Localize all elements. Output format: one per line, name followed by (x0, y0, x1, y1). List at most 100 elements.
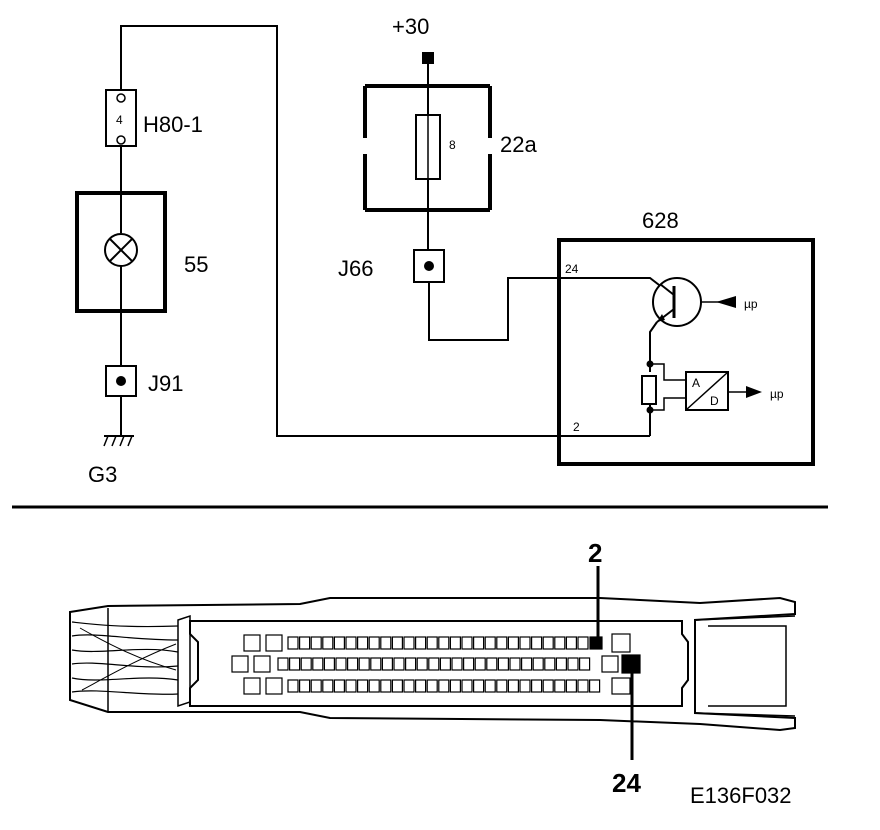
wire-pin24 (428, 277, 664, 341)
j91-dot (116, 376, 126, 386)
resistor-icon (641, 375, 657, 405)
connector-pin (530, 636, 543, 650)
connector-pin (542, 636, 554, 650)
pin-grid (231, 633, 641, 695)
connector-pin (287, 679, 299, 693)
arrow-out-icon (746, 386, 762, 398)
connector-pin (381, 657, 393, 671)
connector-pin (358, 657, 370, 671)
connector-pin (542, 679, 554, 693)
connector-pin (496, 636, 508, 650)
connector-pin (507, 636, 519, 650)
wire-pin2 (120, 25, 650, 437)
connector-pin (415, 679, 427, 693)
connector-pin (554, 636, 566, 650)
connector-pin (611, 633, 631, 653)
connector-pin (484, 679, 496, 693)
supply-terminal (422, 52, 434, 64)
connector-pin (393, 657, 405, 671)
ground-icon (103, 435, 134, 447)
arrow-in-icon (716, 296, 736, 308)
connector-pin (322, 679, 334, 693)
h80-pin-label: 4 (116, 113, 123, 127)
connector-pin (391, 636, 403, 650)
connector-pin (380, 679, 392, 693)
connector-pin (299, 679, 311, 693)
connector-pin (380, 636, 392, 650)
connector-pin (438, 636, 450, 650)
connector-pin (577, 679, 589, 693)
connector-pin (484, 636, 496, 650)
connector-pin (426, 679, 438, 693)
connector-pin (368, 636, 380, 650)
connector-pin (287, 636, 299, 650)
connector-pin (370, 657, 382, 671)
connector-pin (439, 657, 451, 671)
connector-pin (243, 677, 261, 695)
connector-pin (519, 679, 531, 693)
pin-24-label: 24 (565, 262, 579, 276)
connector-pin (461, 679, 473, 693)
lamp-label: 55 (184, 252, 208, 277)
connector-pin (507, 679, 519, 693)
connector-pin (265, 677, 283, 695)
connector-pin (449, 679, 461, 693)
supply-label: +30 (392, 14, 429, 39)
connector-pin (565, 679, 578, 693)
connector-pin (554, 679, 566, 693)
ecu-box (557, 238, 815, 466)
connector-pin (403, 679, 415, 693)
connector-pin (357, 636, 369, 650)
h80-bottom-pin (116, 135, 126, 145)
connector-pin (519, 636, 531, 650)
pin-top-label: 2 (588, 538, 602, 568)
connector-pin (611, 677, 631, 695)
connector-pin-2 (589, 636, 603, 650)
connector-pin (335, 657, 347, 671)
connector-pin (520, 657, 533, 671)
connector-pin (577, 636, 589, 650)
figure-code: E136F032 (690, 783, 792, 808)
connector-pin (416, 657, 428, 671)
connector-pin (357, 679, 369, 693)
connector-pin (405, 657, 417, 671)
connector-pin (578, 657, 591, 671)
connector-pin (565, 636, 578, 650)
connector-pin (253, 655, 271, 673)
connector-pin (277, 657, 289, 671)
connector-pin (474, 657, 486, 671)
connector-pin (530, 679, 543, 693)
connector-pin (473, 636, 485, 650)
j66-dot (424, 261, 434, 271)
connector-pin (300, 657, 312, 671)
connector-pin (426, 636, 438, 650)
connector-pin (555, 657, 568, 671)
connector-pin (428, 657, 440, 671)
up-label-2: µp (770, 387, 784, 401)
middle-branch: +30 8 22a J66 (338, 14, 664, 341)
connector-pin (243, 634, 261, 652)
ecu-label: 628 (642, 208, 679, 233)
connector-pin (497, 657, 509, 671)
connector-pin (544, 657, 556, 671)
connector-pin (345, 679, 357, 693)
ground-label: G3 (88, 462, 117, 487)
up-label-1: µp (744, 297, 758, 311)
connector-pin (601, 655, 619, 673)
connector-pin (451, 657, 463, 671)
connector-pin (310, 636, 322, 650)
connector-pin (415, 636, 427, 650)
connector-pin (299, 636, 311, 650)
connector-pin (438, 679, 450, 693)
connector-pin (588, 679, 601, 693)
connector-pin (345, 636, 357, 650)
pin-2-label: 2 (573, 420, 580, 434)
j66-label: J66 (338, 256, 373, 281)
connector-pin (322, 636, 334, 650)
connector-pin (463, 657, 475, 671)
ecu-628: 628 24 2 µp A D µp (557, 208, 815, 466)
ad-a-label: A (692, 376, 700, 390)
connector-pin (496, 679, 508, 693)
fuse-number: 8 (449, 138, 456, 152)
